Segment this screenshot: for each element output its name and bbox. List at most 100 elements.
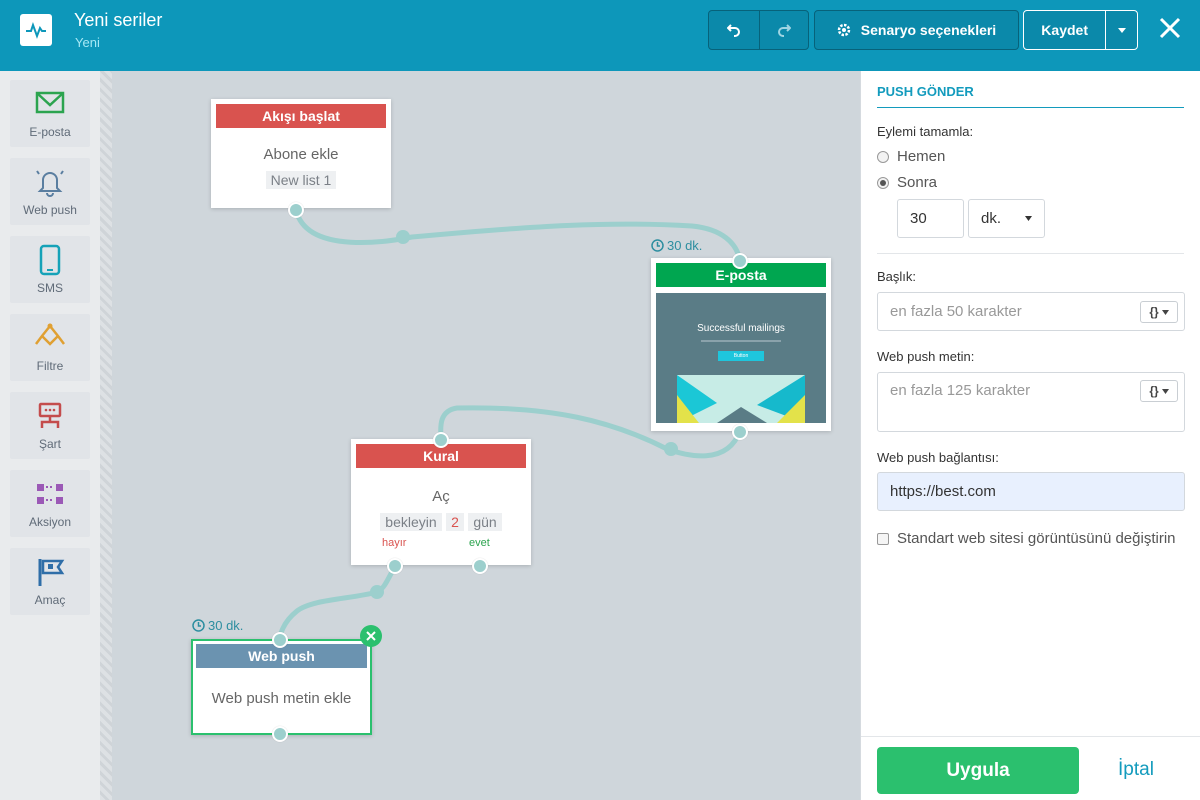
palette-item-email[interactable]: E-posta [10,80,90,147]
divider [877,253,1184,254]
output-connector[interactable] [732,424,748,440]
clock-icon [651,239,664,252]
palette-item-label: E-posta [29,125,71,139]
radio-later[interactable]: Sonra [877,174,937,191]
yes-output-connector[interactable] [472,558,488,574]
scenario-options-button[interactable]: Senaryo seçenekleri [814,10,1019,50]
close-icon [1159,17,1181,39]
palette-item-condition[interactable]: Şart [10,392,90,459]
checkbox[interactable] [877,532,889,545]
title-input[interactable]: en fazla 50 karakter {} [877,292,1185,331]
save-button[interactable]: Kaydet [1041,22,1088,38]
palette-item-filter[interactable]: Filtre [10,314,90,381]
delay-value-input[interactable]: 30 [897,199,964,238]
palette-item-label: Aksiyon [28,515,72,529]
radio-label: Hemen [897,148,946,165]
redo-icon [777,24,791,37]
palette-item-label: Filtre [36,359,64,373]
element-palette: E-posta Web push SMS Filtre Şart Aksiyon… [0,71,100,800]
rule-node[interactable]: Kural Aç bekleyin 2 gün hayır evet [351,439,531,565]
line-midpoint[interactable] [664,442,678,456]
scenario-status: Yeni [75,35,100,50]
text-placeholder: en fazla 125 karakter [890,382,1031,399]
variable-icon: {} [1149,305,1159,319]
save-dropdown-button[interactable] [1105,11,1137,49]
apply-button[interactable]: Uygula [877,747,1079,794]
undo-button[interactable] [709,11,759,49]
radio-now[interactable]: Hemen [877,148,945,165]
delete-node-button[interactable] [360,625,382,647]
override-image-checkbox[interactable]: Standart web sitesi görüntüsünü değiştir… [877,530,1176,547]
input-connector[interactable] [433,432,449,448]
cancel-button[interactable]: İptal [1118,759,1154,780]
palette-item-action[interactable]: Aksiyon [10,470,90,537]
undo-icon [726,24,740,37]
email-preview: Successful mailings Button [656,293,826,423]
insert-variable-button[interactable]: {} [1140,301,1178,323]
no-output-connector[interactable] [387,558,403,574]
connection-lines [277,209,743,640]
line-midpoint[interactable] [370,585,384,599]
top-bar: Yeni seriler Yeni Senaryo seçenekleri Ka… [0,0,1200,71]
delay-label: 30 dk. [192,618,243,633]
line-midpoint[interactable] [396,230,410,244]
variable-icon: {} [1149,384,1159,398]
wait-label: bekleyin [380,513,442,531]
preview-button: Button [718,351,764,361]
palette-item-web-push[interactable]: Web push [10,158,90,225]
node-body: Abone ekle [263,146,339,163]
panel-footer: Uygula İptal [861,736,1200,800]
condition-icon [38,402,62,428]
web-push-node[interactable]: Web push Web push metin ekle [191,639,372,735]
close-icon [366,631,376,641]
gear-icon [837,23,851,37]
output-connector[interactable] [272,726,288,742]
link-label: Web push bağlantısı: [877,450,999,465]
close-button[interactable] [1158,16,1182,40]
insert-variable-button[interactable]: {} [1140,380,1178,402]
link-input[interactable]: https://best.com [877,472,1185,511]
wait-unit: gün [468,513,502,531]
node-title: Kural [356,444,526,468]
radio-button[interactable] [877,176,889,189]
text-textarea[interactable]: en fazla 125 karakter {} [877,372,1185,432]
panel-title-underline [877,107,1184,108]
no-branch-label: hayır [382,537,407,549]
delay-label: 30 dk. [651,238,702,253]
chevron-down-icon [1025,216,1032,221]
complete-label: Eylemi tamamla: [877,124,974,139]
input-connector[interactable] [272,632,288,648]
canvas-resize-edge [100,71,112,800]
flow-canvas[interactable]: Akışı başlat Abone ekle New list 1 30 dk… [112,71,860,800]
email-node[interactable]: E-posta Successful mailings Button [651,258,831,431]
action-icon [37,484,63,504]
chevron-down-icon [1117,27,1126,33]
scenario-title[interactable]: Yeni seriler [74,10,163,30]
history-buttons [708,10,809,50]
delay-unit-select[interactable]: dk. [968,199,1045,238]
redo-button[interactable] [758,11,809,49]
list-tag: New list 1 [265,171,337,189]
delay-text: 30 dk. [208,618,244,633]
start-node[interactable]: Akışı başlat Abone ekle New list 1 [211,99,391,208]
palette-item-goal[interactable]: Amaç [10,548,90,615]
node-body: Web push metin ekle [211,690,352,707]
input-connector[interactable] [732,253,748,269]
flag-icon [38,559,65,586]
yes-branch-label: evet [469,537,490,549]
radio-button[interactable] [877,150,889,163]
node-title: Akışı başlat [216,104,386,128]
palette-item-label: Web push [23,203,77,217]
clock-icon [192,619,205,632]
output-connector[interactable] [288,202,304,218]
delay-unit-value: dk. [981,210,1002,227]
chevron-down-icon [1161,388,1169,394]
node-title: Web push [196,644,367,668]
save-button-group: Kaydet [1023,10,1138,50]
scenario-options-label: Senaryo seçenekleri [860,22,997,38]
palette-item-sms[interactable]: SMS [10,236,90,303]
delay-text: 30 dk. [667,238,703,253]
radio-label: Sonra [897,174,938,191]
preview-line [701,340,781,342]
panel-title: PUSH GÖNDER [877,84,974,99]
